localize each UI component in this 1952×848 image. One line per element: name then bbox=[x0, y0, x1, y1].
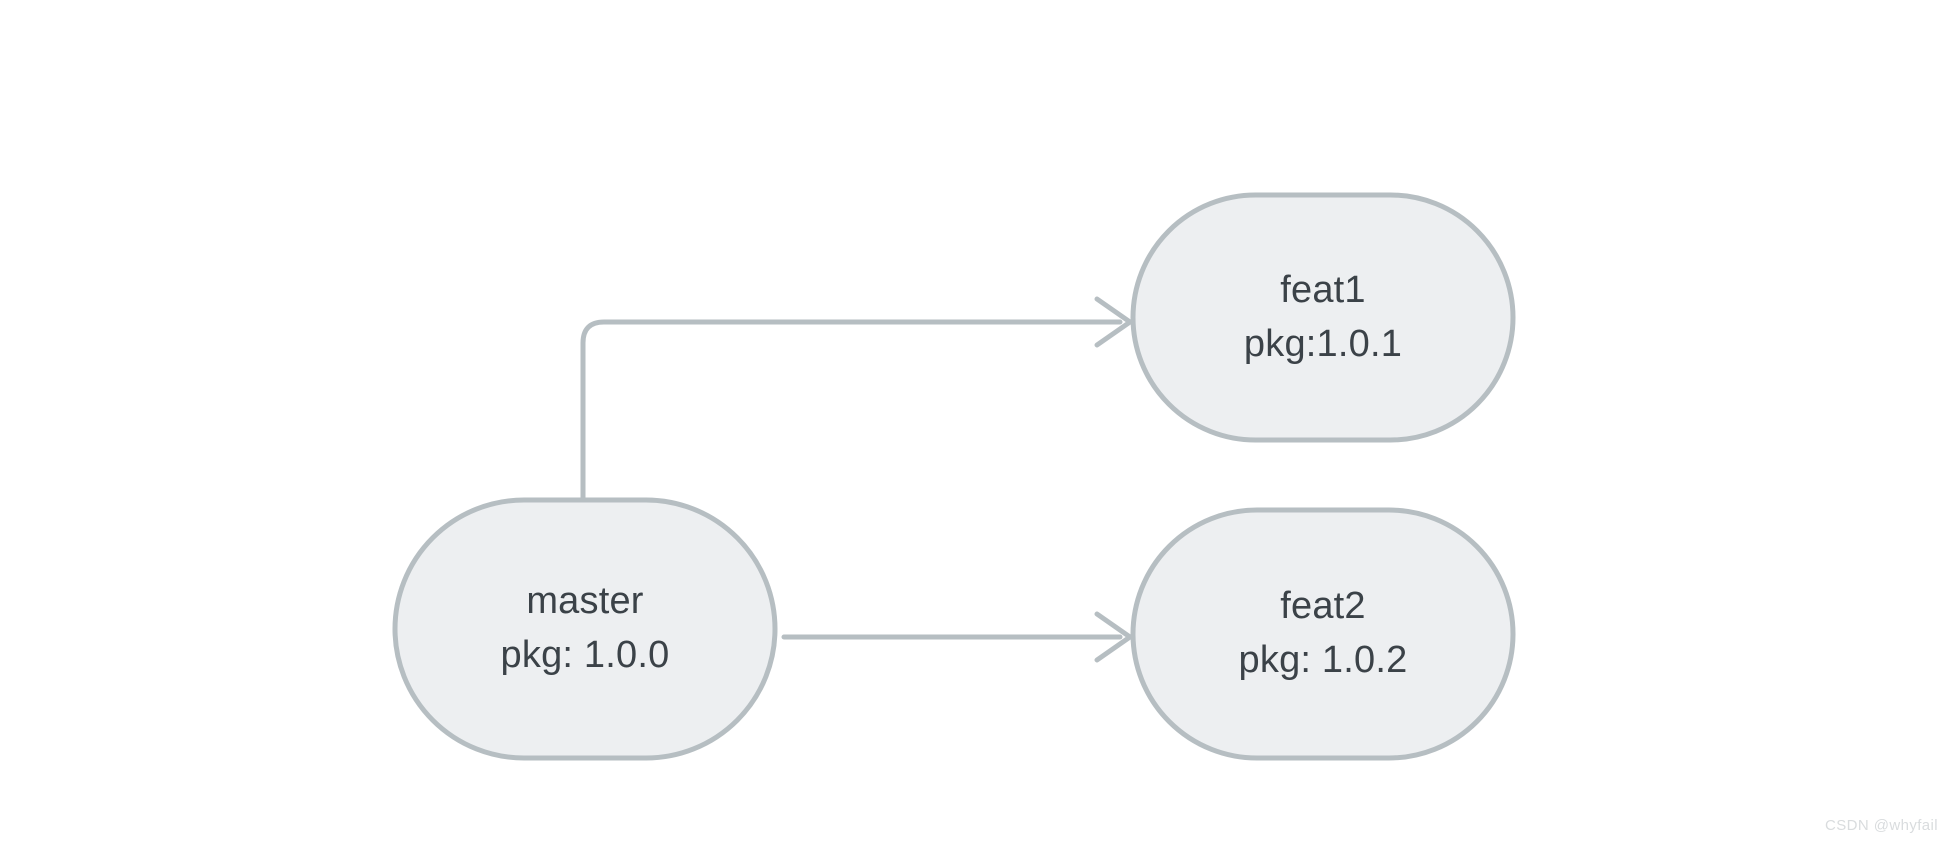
node-feat2-shape[interactable] bbox=[1130, 507, 1516, 761]
edge-master-to-feat2 bbox=[781, 611, 1133, 663]
watermark-text: CSDN @whyfail bbox=[1825, 817, 1938, 834]
node-feat1-shape[interactable] bbox=[1130, 192, 1516, 443]
edge-master-to-feat2-arrowhead bbox=[1094, 611, 1133, 663]
edge-master-to-feat1 bbox=[580, 296, 1133, 504]
edge-master-to-feat1-line bbox=[580, 319, 1123, 504]
edge-master-to-feat1-arrowhead bbox=[1094, 296, 1133, 348]
node-master-shape[interactable] bbox=[392, 497, 778, 761]
